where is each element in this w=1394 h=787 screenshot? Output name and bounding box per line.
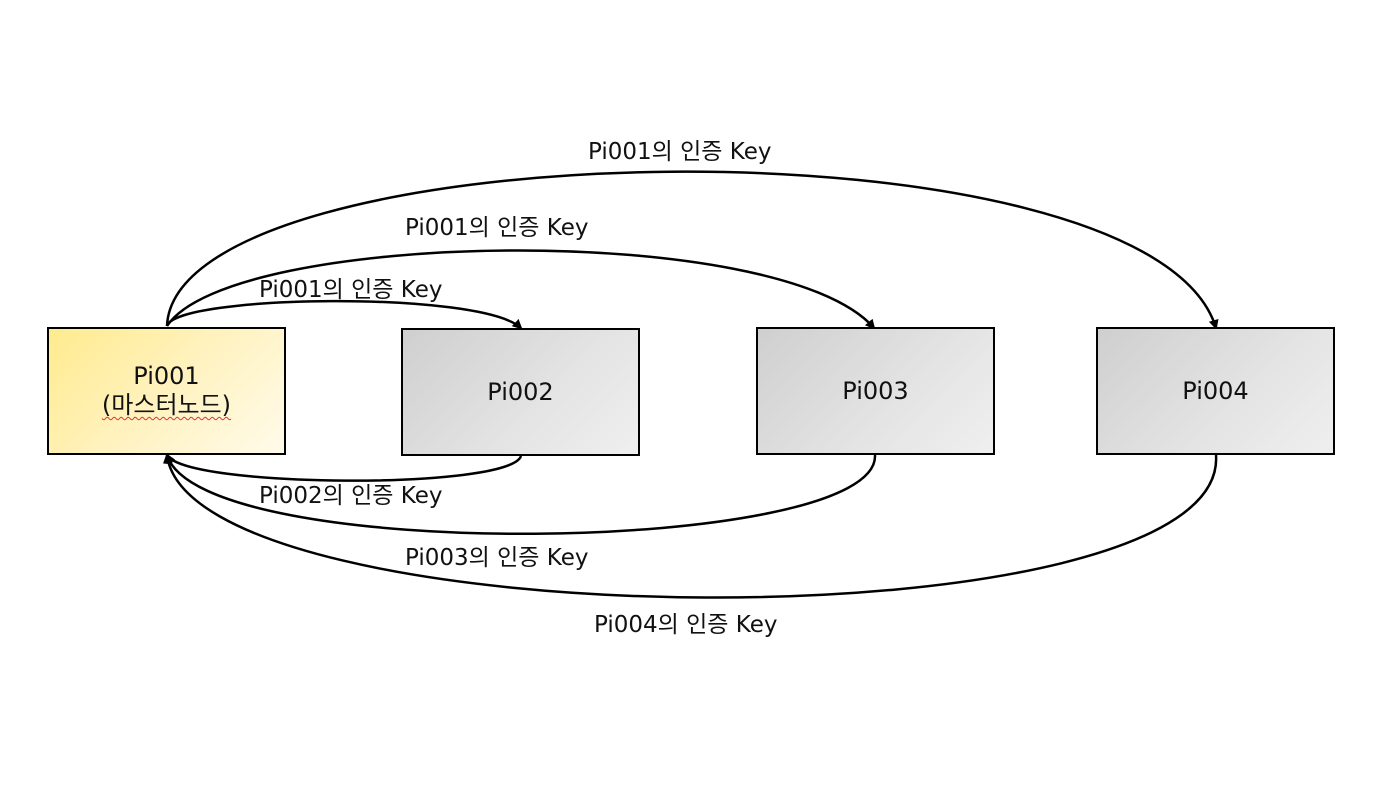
- node-pi004: Pi004: [1096, 327, 1335, 455]
- edge-pi002-to-pi001: [165, 453, 523, 482]
- edge-label-pi004-to-pi001: Pi004의 인증 Key: [594, 612, 778, 638]
- node-label: Pi003: [842, 376, 909, 405]
- node-pi002: Pi002: [401, 328, 640, 456]
- node-pi001: Pi001 (마스터노드): [47, 327, 286, 455]
- edge-pi001-to-pi004: [165, 170, 1219, 330]
- edge-label-pi001-to-pi002: Pi001의 인증 Key: [259, 277, 443, 303]
- node-label: Pi002: [487, 377, 554, 406]
- edge-label-pi002-to-pi001: Pi002의 인증 Key: [259, 483, 443, 509]
- edge-label-pi001-to-pi003: Pi001의 인증 Key: [405, 215, 589, 241]
- node-label: Pi004: [1182, 376, 1249, 405]
- edge-label-pi001-to-pi004: Pi001의 인증 Key: [588, 139, 772, 165]
- node-sublabel: (마스터노드): [101, 391, 232, 419]
- edge-pi004-to-pi001: [163, 453, 1218, 599]
- edge-pi003-to-pi001: [164, 453, 877, 535]
- edge-pi001-to-pi002: [165, 299, 523, 330]
- node-pi003: Pi003: [756, 327, 995, 455]
- edge-pi001-to-pi003: [165, 249, 876, 330]
- node-label: Pi001: [133, 362, 200, 390]
- edge-label-pi003-to-pi001: Pi003의 인증 Key: [405, 545, 589, 571]
